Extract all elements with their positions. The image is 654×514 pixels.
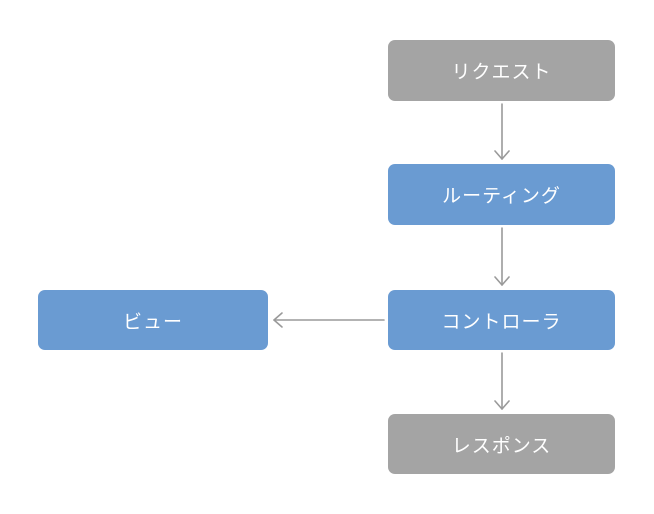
edge-controller-to-response xyxy=(494,352,510,410)
node-routing-label: ルーティング xyxy=(442,185,561,207)
node-controller: コントローラ xyxy=(388,290,615,350)
node-response: レスポンス xyxy=(388,414,615,474)
node-controller-label: コントローラ xyxy=(441,310,562,333)
node-view-label: ビュー xyxy=(122,310,183,333)
node-routing: ルーティング xyxy=(388,164,615,225)
node-request: リクエスト xyxy=(388,40,615,101)
edge-controller-to-view xyxy=(273,312,385,328)
node-response-label: レスポンス xyxy=(451,434,552,457)
node-request-label: リクエスト xyxy=(451,61,552,83)
edge-request-to-routing xyxy=(494,103,510,160)
edge-routing-to-controller xyxy=(494,227,510,286)
node-view: ビュー xyxy=(38,290,268,350)
